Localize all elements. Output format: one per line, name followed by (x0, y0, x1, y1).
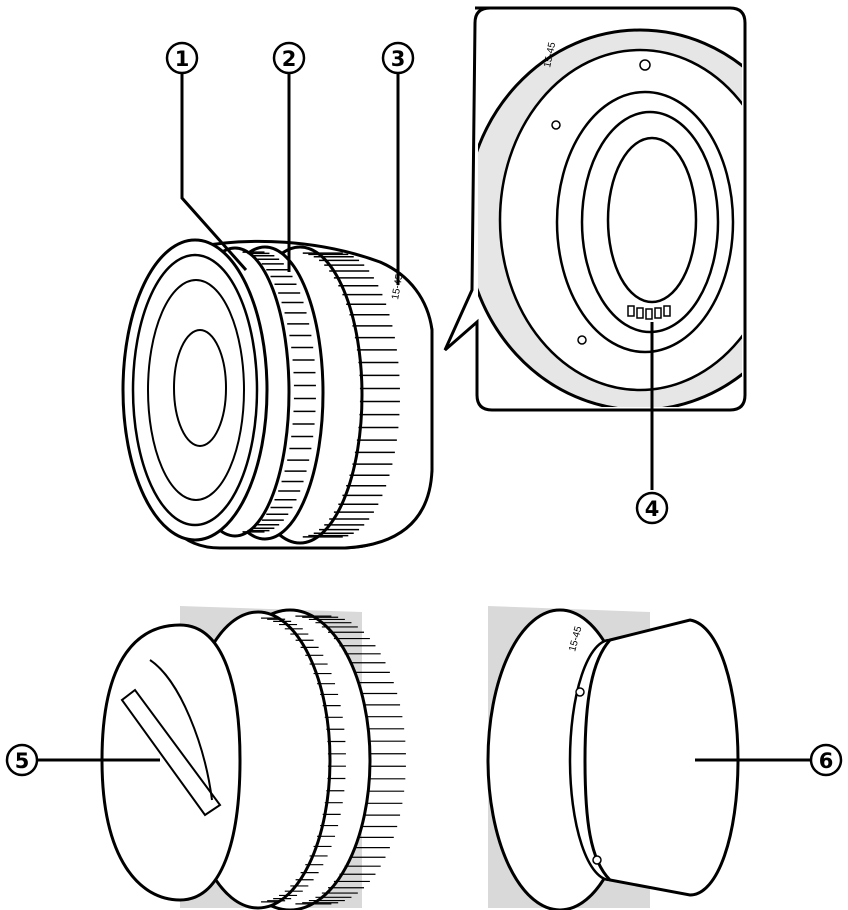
callout-4-label: 4 (645, 497, 660, 521)
mount-screw-1 (639, 59, 651, 71)
leader-lines (38, 72, 810, 762)
rear-cap-view (486, 606, 740, 910)
cap-pinch-tab (120, 688, 222, 817)
ring-ridges (242, 251, 400, 538)
callout-6: 6 (809, 743, 843, 777)
inset-focal-length-marking: 15-45 (542, 41, 558, 69)
mount-screw-3 (577, 335, 587, 345)
mount-screw-2 (551, 120, 561, 130)
signal-contacts (627, 305, 671, 320)
callout-6-label: 6 (819, 749, 834, 773)
rear-lens-cap (583, 618, 740, 897)
front-glass (173, 329, 227, 447)
rear-glass (606, 136, 698, 304)
callout-5: 5 (5, 743, 39, 777)
callout-1: 1 (165, 41, 199, 75)
main-lens (121, 238, 434, 550)
cap-view-ridges (261, 615, 406, 905)
callout-3: 3 (381, 41, 415, 75)
callout-2: 2 (272, 41, 306, 75)
leader-1 (180, 72, 248, 271)
callout-1-label: 1 (175, 47, 190, 71)
callout-3-label: 3 (391, 47, 406, 71)
focal-length-marking: 15-45 (390, 273, 405, 301)
callout-2-label: 2 (282, 47, 297, 71)
callout-4: 4 (635, 491, 669, 525)
callout-5-label: 5 (15, 749, 30, 773)
mount-inset: 15-45 (443, 6, 747, 412)
front-cap-view (100, 606, 372, 910)
